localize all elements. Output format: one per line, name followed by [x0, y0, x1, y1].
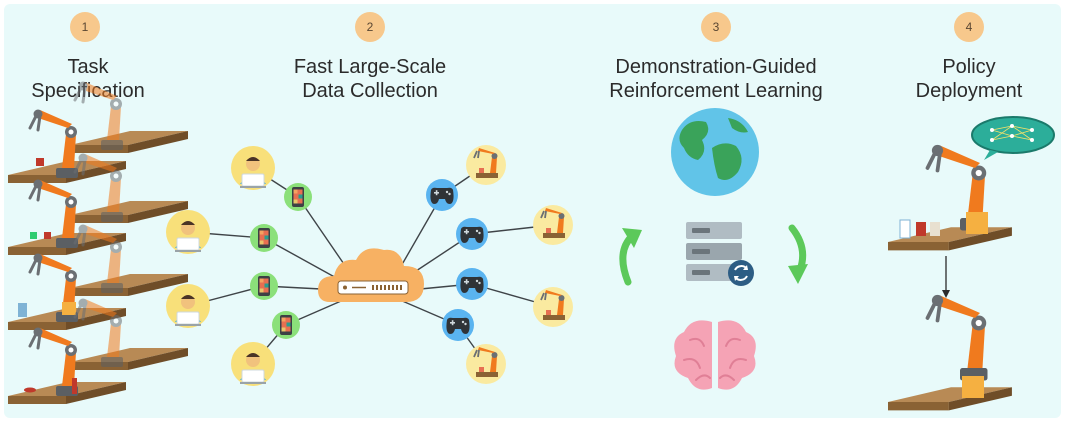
step-4-badge — [954, 12, 984, 42]
robot-arm-icon — [532, 286, 574, 328]
phone-icon — [272, 311, 300, 339]
task-scene-2 — [8, 154, 188, 255]
data-collection-network — [165, 144, 574, 387]
policy-deployment — [888, 116, 1055, 411]
step-4-title-line-2: Deployment — [916, 80, 1023, 102]
step-2-number: 2 — [367, 20, 374, 34]
operator-icon — [165, 283, 211, 329]
step-3-badge — [701, 12, 731, 42]
step-3-title-line-1: Demonstration-Guided — [615, 56, 816, 78]
step-4-title-line-1: Policy — [942, 56, 995, 78]
phone-icon — [284, 183, 312, 211]
step-1-number: 1 — [82, 20, 89, 34]
cycle-arrow-icon — [619, 228, 642, 286]
gamepad-icon — [442, 309, 474, 341]
step-3-title-line-2: Reinforcement Learning — [609, 80, 822, 102]
phone-icon — [250, 224, 278, 252]
gamepad-icon — [426, 179, 458, 211]
gamepad-icon — [456, 268, 488, 300]
gamepad-icon — [456, 218, 488, 250]
step-2-title-line-2: Data Collection — [302, 80, 438, 102]
step-4-header: 4 Policy Deployment — [916, 12, 1023, 102]
step-4-number: 4 — [966, 20, 973, 34]
server-sync-icon — [686, 222, 754, 286]
cycle-arrow-icon — [788, 224, 808, 284]
robot-arm-icon — [465, 343, 507, 385]
task-scene-4 — [8, 299, 188, 404]
neural-network-icon — [971, 116, 1055, 160]
background-panel — [4, 4, 1061, 418]
step-1-title-line-1: Task — [67, 56, 109, 78]
operator-icon — [230, 145, 276, 191]
task-scene-3 — [8, 225, 188, 330]
task-scenes — [8, 82, 188, 404]
operator-icon — [165, 209, 211, 255]
deployment-scene-2 — [888, 293, 1012, 411]
cloud-server-icon — [318, 248, 424, 302]
deployment-scene-1 — [888, 143, 1012, 251]
globe-icon — [671, 108, 759, 196]
step-2-badge — [355, 12, 385, 42]
step-2-title-line-1: Fast Large-Scale — [294, 56, 446, 78]
rl-loop — [619, 108, 808, 390]
phone-icon — [250, 272, 278, 300]
step-1-badge — [70, 12, 100, 42]
step-2-header: 2 Fast Large-Scale Data Collection — [294, 12, 446, 102]
operator-icon — [230, 341, 276, 387]
step-3-number: 3 — [713, 20, 720, 34]
robot-arm-icon — [532, 204, 574, 246]
step-3-header: 3 Demonstration-Guided Reinforcement Lea… — [609, 12, 823, 102]
brain-icon — [674, 320, 756, 390]
robot-arm-icon — [465, 144, 507, 186]
task-scene-1 — [8, 82, 188, 183]
down-arrow-icon — [942, 256, 950, 298]
